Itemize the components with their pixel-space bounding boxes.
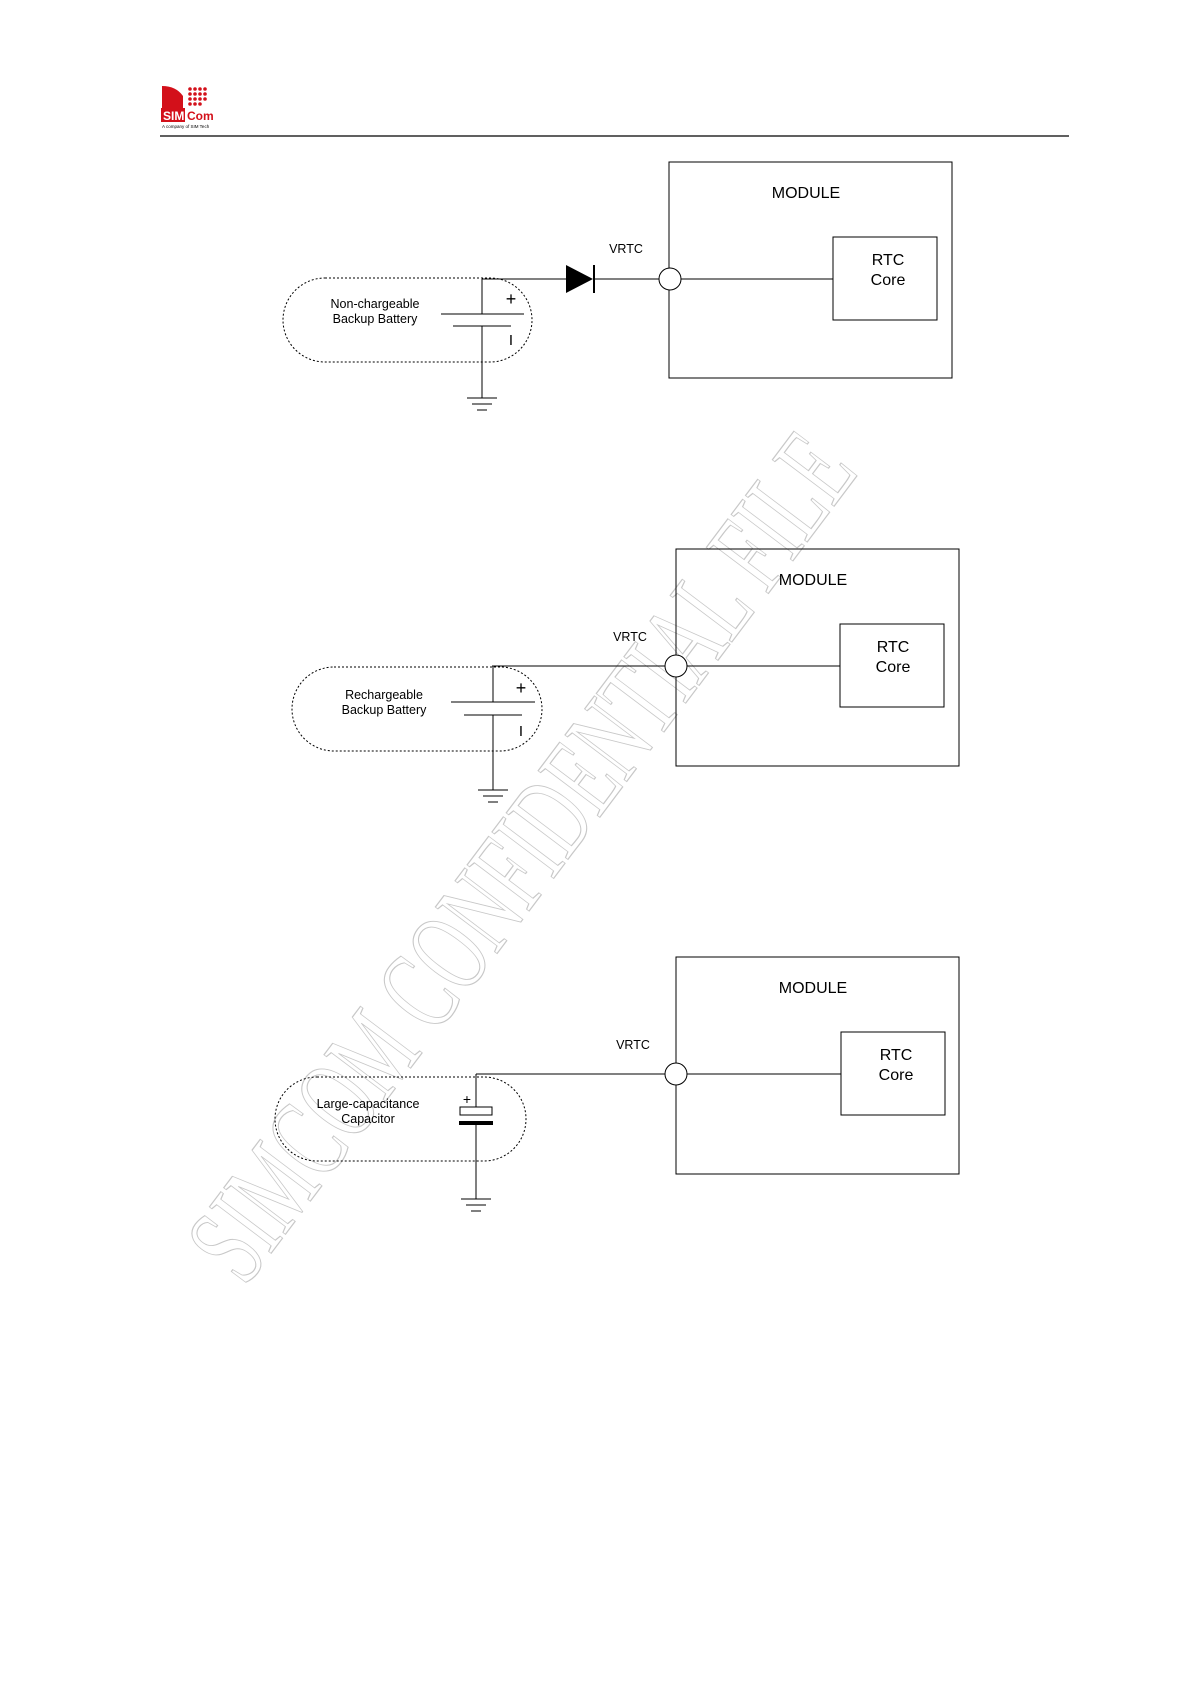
vrtc-pin [665,1063,687,1085]
source-label-line1: Large-capacitance [317,1097,420,1111]
vrtc-pin [659,268,681,290]
logo-text-com: Com [187,109,214,123]
rtc-core-label-line2: Core [876,659,911,676]
rtc-core-label-line1: RTC [877,639,910,656]
company-logo: SIM Com A company of SIM Tech [161,86,214,129]
plus-sign: + [506,289,517,309]
minus-sign: I [519,723,523,740]
module-label: MODULE [772,185,840,202]
diagram-non-chargeable-battery: MODULE RTC Core VRTC Non-chargeable Back… [283,162,952,410]
ground-icon [467,398,497,410]
logo-dots-icon [188,87,207,106]
rtc-core-label-line1: RTC [872,252,905,269]
source-label-line1: Non-chargeable [331,297,420,311]
logo-text: SIM [163,109,184,123]
plus-sign: + [516,678,527,698]
ground-icon [461,1199,491,1211]
module-label: MODULE [779,572,847,589]
minus-sign: I [509,332,513,349]
source-label-line2: Capacitor [341,1112,395,1126]
plus-sign: + [463,1091,471,1107]
rtc-core-label-line1: RTC [880,1047,913,1064]
vrtc-pin-label: VRTC [616,1038,650,1052]
vrtc-pin [665,655,687,677]
vrtc-pin-label: VRTC [613,630,647,644]
source-label-line1: Rechargeable [345,688,423,702]
confidential-watermark: SIMCOM CONFIDENTIAL FILE [162,410,880,1304]
rtc-core-label-line2: Core [871,272,906,289]
source-label-line2: Backup Battery [342,703,428,717]
vrtc-pin-label: VRTC [609,242,643,256]
module-label: MODULE [779,980,847,997]
logo-tagline: A company of SIM Tech [162,124,210,129]
source-label-line2: Backup Battery [333,312,419,326]
rtc-core-label-line2: Core [879,1067,914,1084]
